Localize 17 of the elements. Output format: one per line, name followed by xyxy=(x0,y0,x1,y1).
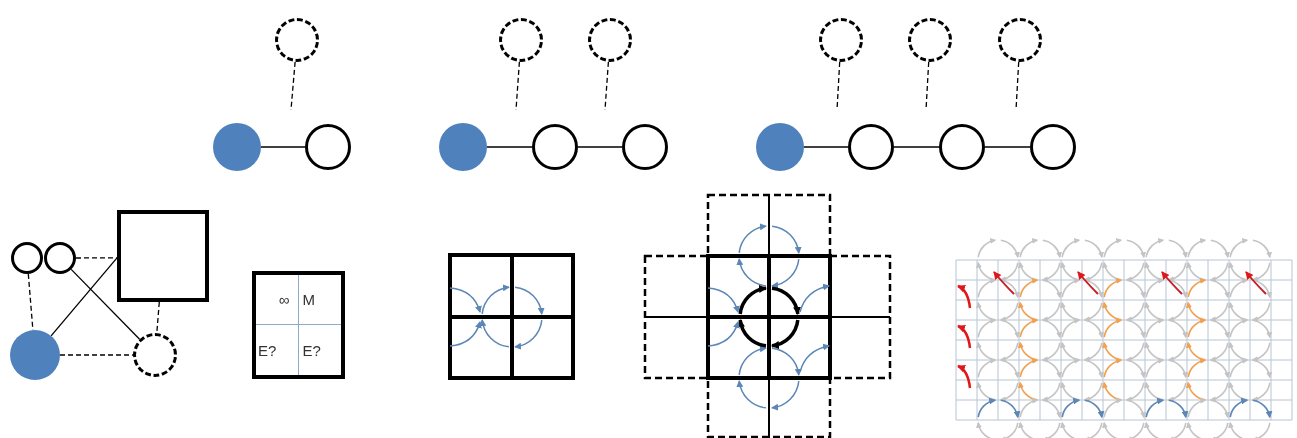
cell-text: E? xyxy=(258,342,277,358)
cell-text: E? xyxy=(302,342,321,358)
connector-line xyxy=(486,146,533,148)
connector-line xyxy=(577,146,623,148)
connector-line xyxy=(803,146,849,148)
connector-line xyxy=(50,257,118,337)
connector-line xyxy=(893,146,940,148)
dashed-connector xyxy=(156,301,160,334)
connector-line xyxy=(984,146,1031,148)
grid-box xyxy=(252,271,345,379)
square-box xyxy=(117,210,209,302)
cell-text: M xyxy=(302,292,315,307)
cell-text: ∞ xyxy=(278,292,290,307)
connector-line xyxy=(260,146,306,148)
grid-cell xyxy=(256,325,299,375)
connector-line xyxy=(70,268,141,340)
grid-cell xyxy=(256,275,299,325)
